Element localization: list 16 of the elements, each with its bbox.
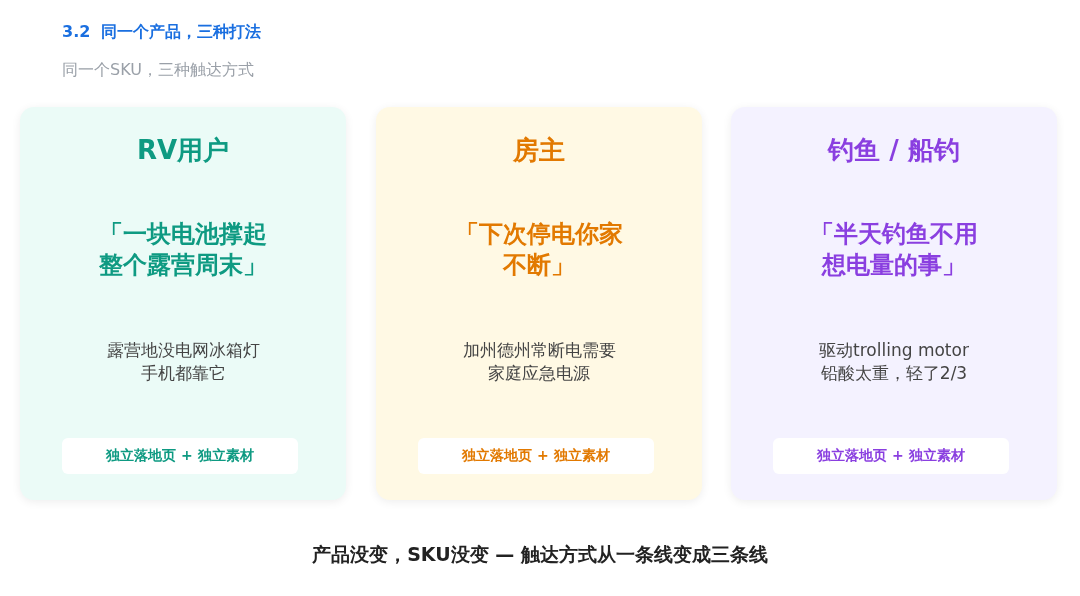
slogan: 「半天钓鱼不用想电量的事」	[809, 219, 979, 281]
subtitle: 同一个SKU，三种触达方式	[62, 60, 254, 81]
description: 驱动trolling motor铅酸太重，轻了2/3	[818, 339, 970, 385]
tag-label: 独立落地页 + 独立素材	[418, 438, 654, 474]
card-title: 房主	[512, 134, 566, 167]
audience-card	[376, 107, 702, 500]
description: 露营地没电网冰箱灯手机都靠它	[105, 339, 261, 385]
slogan: 「下次停电你家不断」	[454, 219, 624, 281]
conclusion-text: 产品没变，SKU没变 — 触达方式从一条线变成三条线	[311, 542, 769, 567]
tag-label: 独立落地页 + 独立素材	[773, 438, 1009, 474]
tag-label: 独立落地页 + 独立素材	[62, 438, 298, 474]
description: 加州德州常断电需要家庭应急电源	[461, 339, 617, 385]
card-title: 钓鱼 / 船钓	[826, 134, 961, 167]
card-title: RV用户	[135, 134, 231, 167]
section-heading: 3.2 同一个产品，三种打法	[62, 22, 262, 43]
slogan: 「一块电池撑起整个露营周末」	[98, 219, 268, 281]
